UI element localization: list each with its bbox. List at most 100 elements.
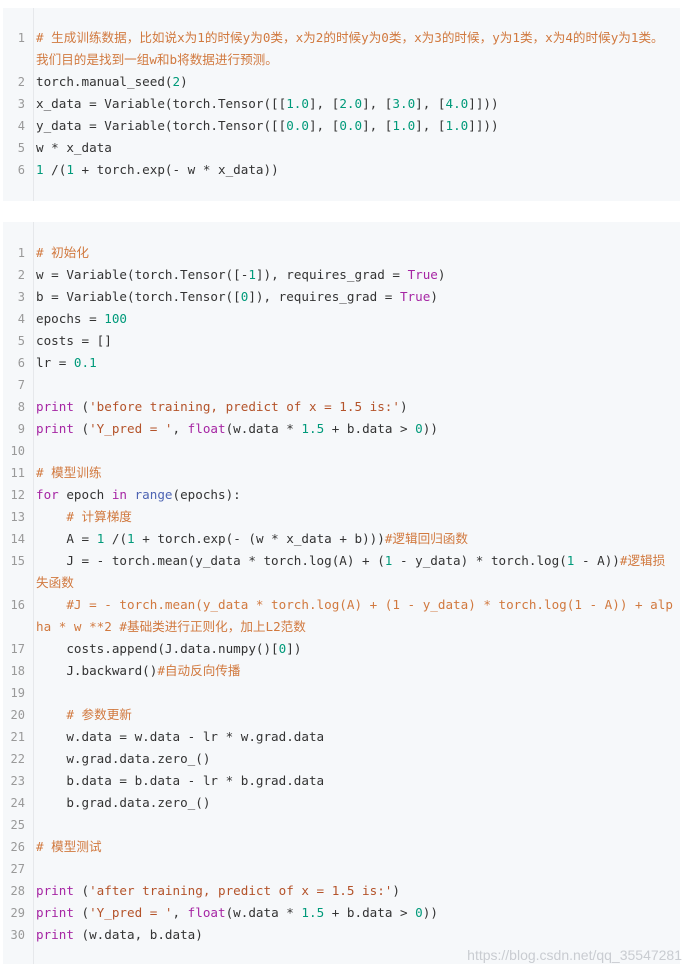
line-number: 7 [17, 378, 25, 392]
code-token: , [172, 421, 188, 436]
code-text: # 计算梯度 [36, 506, 680, 528]
code-token: 'after training, predict of x = 1.5 is:' [89, 883, 393, 898]
code-token [127, 487, 135, 502]
code-token: torch.manual_seed( [36, 74, 173, 89]
code-text: # 初始化 [36, 242, 680, 264]
code-token: , [172, 905, 188, 920]
code-token: b.grad.data.zero_() [36, 795, 211, 810]
code-text: ​ [36, 814, 680, 836]
line-number-gutter [3, 8, 34, 201]
code-text: b.data = b.data - lr * b.grad.data [36, 770, 680, 792]
code-token: w = Variable(torch.Tensor([- [36, 267, 249, 282]
code-text: ​ [36, 858, 680, 880]
line-number: 6 [17, 163, 25, 177]
line-number: 20 [10, 708, 25, 722]
code-text: print (w.data, b.data) [36, 924, 680, 946]
code-token: ) [180, 74, 188, 89]
code-text: costs = [] [36, 330, 680, 352]
code-token: # 模型训练 [36, 465, 102, 480]
code-text: lr = 0.1 [36, 352, 680, 374]
code-token: ], [ [308, 118, 340, 133]
code-token [36, 707, 66, 722]
line-number: 11 [10, 466, 25, 480]
code-token: (w.data, b.data) [73, 927, 203, 942]
code-text: b = Variable(torch.Tensor([0]), requires… [36, 286, 680, 308]
line-number: 3 [17, 97, 25, 111]
code-token: in [111, 487, 127, 502]
code-token: 0 [415, 421, 423, 436]
line-number: 8 [17, 400, 25, 414]
line-number: 2 [17, 75, 25, 89]
code-line: 14 A = 1 /(1 + torch.exp(- (w * x_data +… [3, 528, 680, 550]
code-text: for epoch in range(epochs): [36, 484, 680, 506]
code-token: print [36, 421, 74, 436]
code-token: 2 [172, 74, 181, 89]
code-token: 0 [278, 641, 287, 656]
line-number: 14 [10, 532, 25, 546]
code-token: /( [104, 531, 128, 546]
code-token: 'Y_pred = ' [89, 905, 173, 920]
code-token: + b.data > [324, 421, 416, 436]
line-number: 1 [17, 31, 25, 45]
code-text: ​ [36, 682, 680, 704]
code-token: # 初始化 [36, 245, 89, 260]
code-token: # 生成训练数据，比如说x为1的时候y为0类，x为2的时候y为0类，x为3的时候… [36, 30, 664, 67]
code-token: 'Y_pred = ' [89, 421, 173, 436]
code-text: print ('before training, predict of x = … [36, 396, 680, 418]
line-number: 17 [10, 642, 25, 656]
code-token: 1 [127, 531, 135, 546]
code-token: True [399, 289, 431, 304]
code-token: 4.0 [445, 96, 469, 111]
line-number: 24 [10, 796, 25, 810]
code-token: ]), requires_grad = [248, 289, 400, 304]
code-token: + torch.exp(- w * x_data)) [73, 162, 279, 177]
code-token: 1.5 [301, 421, 325, 436]
code-token: print [36, 927, 74, 942]
line-number: 21 [10, 730, 25, 744]
code-text: costs.append(J.data.numpy()[0]) [36, 638, 680, 660]
code-token: 'before training, predict of x = 1.5 is:… [89, 399, 400, 414]
code-line: 20 # 参数更新 [3, 704, 680, 726]
code-token: ) [437, 267, 446, 282]
code-token: # 参数更新 [66, 707, 132, 722]
code-token: w.grad.data.zero_() [36, 751, 211, 766]
code-line: 16 #J = - torch.mean(y_data * torch.log(… [3, 594, 680, 638]
code-token: 0.1 [73, 355, 97, 370]
code-token: + torch.exp(- (w * x_data + b))) [134, 531, 385, 546]
code-line: 17 costs.append(J.data.numpy()[0]) [3, 638, 680, 660]
code-line: 13 # 计算梯度 [3, 506, 680, 528]
line-number: 15 [10, 554, 25, 568]
code-token: ]), requires_grad = [255, 267, 408, 282]
line-number: 13 [10, 510, 25, 524]
code-line: 19​ [3, 682, 680, 704]
code-token: 0.0 [339, 118, 363, 133]
code-text: print ('Y_pred = ', float(w.data * 1.5 +… [36, 418, 680, 440]
code-line: 7​ [3, 374, 680, 396]
code-text: ​ [36, 440, 680, 462]
line-number: 10 [10, 444, 25, 458]
line-number: 1 [17, 246, 25, 260]
code-token: b = Variable(torch.Tensor([ [36, 289, 241, 304]
code-token: print [36, 905, 74, 920]
code-line: 18 J.backward()#自动反向传播 [3, 660, 680, 682]
code-token: 1.5 [301, 905, 325, 920]
code-text: # 参数更新 [36, 704, 680, 726]
code-token: 1 [96, 531, 105, 546]
line-number: 18 [10, 664, 25, 678]
code-token: 1 [66, 162, 74, 177]
code-token: - y_data) * torch.log( [392, 553, 567, 568]
line-number: 4 [17, 312, 25, 326]
code-block-1: 1 # 生成训练数据，比如说x为1的时候y为0类，x为2的时候y为0类，x为3的时… [3, 8, 680, 201]
code-line: 21 w.data = w.data - lr * w.grad.data [3, 726, 680, 748]
code-token: 1 [384, 553, 393, 568]
code-token: )) [422, 905, 438, 920]
code-text: print ('Y_pred = ', float(w.data * 1.5 +… [36, 902, 680, 924]
code-token: ]])) [468, 96, 499, 111]
code-token: ], [ [415, 96, 446, 111]
code-text: x_data = Variable(torch.Tensor([[1.0], [… [36, 93, 680, 115]
